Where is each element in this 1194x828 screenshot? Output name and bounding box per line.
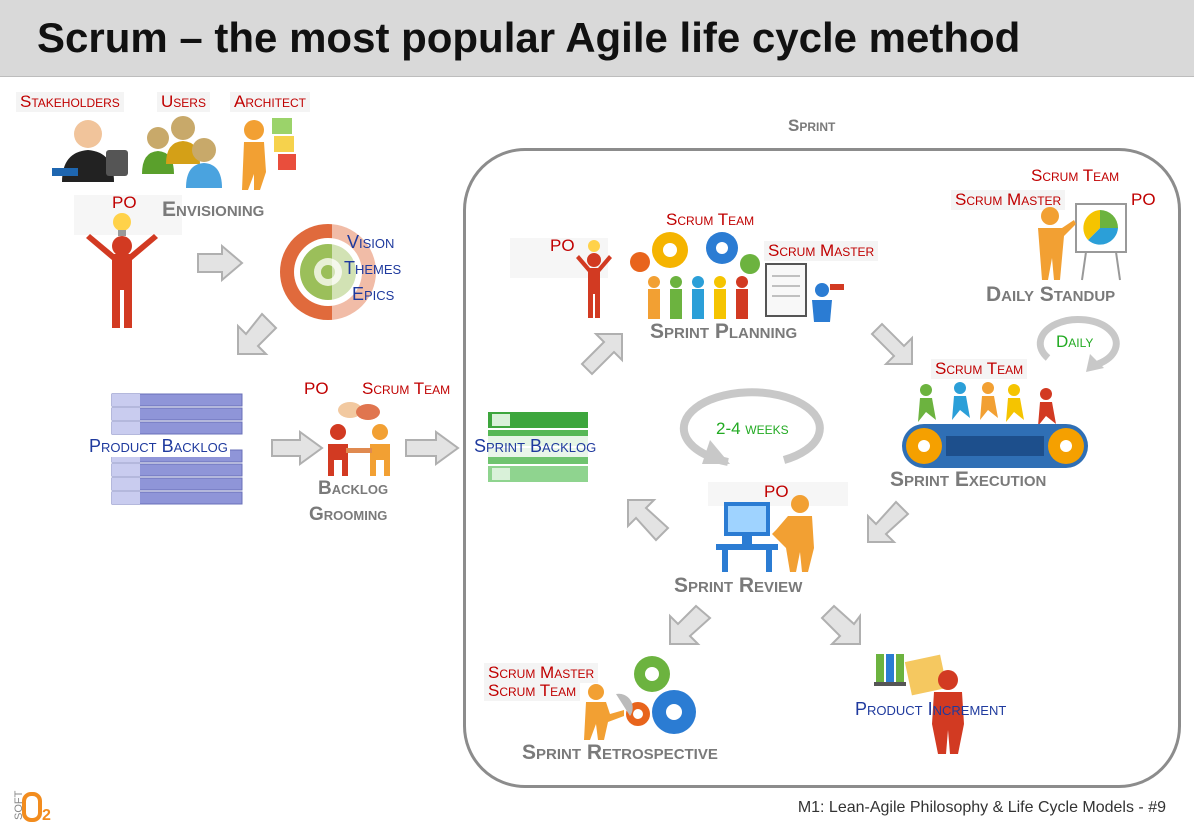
presentation-chart-icon — [1038, 203, 1127, 281]
sprint-planning-team-icon — [630, 232, 844, 322]
users-label: Users — [157, 92, 210, 112]
po-label-envisioning: PO — [112, 193, 137, 212]
retrospective-gears-icon — [584, 656, 696, 740]
envisioning-label: Envisioning — [162, 198, 265, 221]
sprint-planning-label: Sprint Planning — [650, 320, 798, 343]
arrow-right-icon — [197, 243, 244, 283]
page-title: Scrum – the most popular Agile life cycl… — [37, 14, 1021, 61]
sprint-review-label: Sprint Review — [674, 574, 803, 597]
stakeholder-user-architect-icon — [52, 116, 296, 190]
po-person-icon — [576, 240, 612, 318]
product-backlog-label: Product Backlog — [87, 436, 230, 457]
scrum-team-label-standup: Scrum Team — [1031, 166, 1120, 185]
arrow-up-right-icon — [580, 333, 623, 376]
scrum-master-label-retro: Scrum Master — [484, 663, 599, 683]
stakeholders-label: Stakeholders — [16, 92, 124, 112]
scrum-team-label-planning: Scrum Team — [666, 210, 755, 229]
daily-standup-label: Daily Standup — [986, 283, 1116, 306]
softo2-logo-icon: SOFT 2 — [13, 790, 51, 824]
vision-label: Vision — [347, 232, 395, 252]
sprint-review-computer-icon — [716, 495, 814, 572]
daily-label: Daily — [1056, 332, 1094, 351]
daily-cycle-arrow-icon — [1036, 316, 1120, 372]
arrow-down-left-icon — [237, 312, 278, 355]
arrow-down-right-icon — [870, 322, 913, 365]
arrow-down-left-icon — [669, 604, 712, 645]
backlog-grooming-line1: Backlog — [318, 478, 389, 499]
arrow-down-left-icon — [867, 500, 910, 543]
scrum-team-label-execution: Scrum Team — [931, 359, 1028, 379]
product-increment-person-icon — [874, 654, 964, 754]
svg-text:2: 2 — [42, 807, 51, 824]
sprint-container — [463, 148, 1181, 788]
sprint-cycle-arrow-icon — [679, 388, 824, 466]
sprint-retrospective-label: Sprint Retrospective — [522, 741, 718, 764]
po-label-grooming: PO — [304, 379, 329, 398]
title-bar — [0, 0, 1194, 77]
po-label-standup: PO — [1131, 190, 1156, 209]
architect-label: Architect — [230, 92, 311, 112]
scrum-master-label-standup: Scrum Master — [951, 190, 1066, 210]
scrum-team-label-retro: Scrum Team — [484, 681, 581, 701]
arrow-right-icon — [405, 430, 460, 466]
sprint-backlog-label: Sprint Backlog — [472, 436, 599, 457]
scrum-master-label-planning: Scrum Master — [764, 241, 879, 261]
vision-target-icon — [280, 224, 386, 320]
po-person-icon — [86, 213, 158, 328]
epics-label: Epics — [352, 284, 395, 304]
cycle-duration-label: 2-4 weeks — [716, 419, 789, 438]
themes-label: Themes — [344, 258, 402, 278]
sprint-label: Sprint — [788, 116, 836, 135]
sprint-execution-conveyor-icon — [902, 382, 1088, 468]
po-label-review: PO — [764, 482, 789, 501]
handshake-people-icon — [328, 402, 390, 476]
po-label-planning: PO — [550, 236, 575, 255]
backlog-grooming-line2: Grooming — [309, 504, 388, 525]
scrum-team-label-grooming: Scrum Team — [362, 379, 451, 398]
product-increment-label: Product Increment — [855, 699, 1007, 719]
arrow-right-icon — [271, 430, 324, 466]
footer-text: M1: Lean-Agile Philosophy & Life Cycle M… — [797, 799, 1166, 816]
arrow-up-left-icon — [627, 499, 670, 542]
arrow-down-right-icon — [820, 604, 861, 645]
sprint-execution-label: Sprint Execution — [890, 468, 1047, 491]
